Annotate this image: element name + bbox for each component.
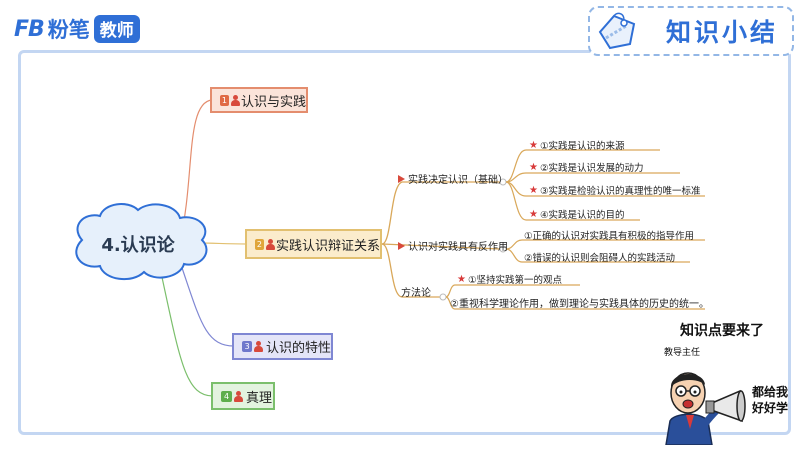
topic-node-3[interactable]: 3 认识的特性 — [232, 333, 333, 360]
leaf-item[interactable]: ②错误的认识则会阻碍人的实践活动 — [524, 250, 675, 264]
leaf-item[interactable]: ★ ②实践是认识发展的动力 — [529, 160, 644, 175]
topic-node-4[interactable]: 4 真理 — [211, 382, 275, 410]
branch-methodology[interactable]: 方法论 — [401, 284, 431, 299]
mascot-headline: 知识点要来了 — [680, 323, 764, 339]
logo-teacher-badge: 教师 — [93, 15, 140, 43]
leaf-label: ①正确的认识对实践具有积极的指导作用 — [524, 231, 695, 242]
topic-label: 实践认识辩证关系 — [275, 238, 380, 254]
leaf-item[interactable]: ②重视科学理论作用，做到理论与实践具体的历史的统一。 — [450, 295, 709, 310]
mascot-role-label: 教导主任 — [664, 348, 701, 358]
branch-label: 认识对实践具有反作用 — [408, 242, 508, 253]
mindmap-root: 4.认识论 — [101, 235, 175, 256]
leaf-label: ①坚持实践第一的观点 — [467, 275, 562, 286]
topic-number-badge: 4 — [221, 390, 232, 402]
person-icon — [254, 341, 263, 352]
mascot-speech: 都给我 好好学 — [752, 384, 798, 416]
star-icon: ★ — [529, 184, 538, 196]
topic-number-badge: 2 — [255, 238, 264, 250]
branch-practice-determines[interactable]: 实践决定认识（基础） — [398, 171, 508, 186]
topic-number-badge: 3 — [242, 341, 253, 352]
teacher-megaphone-illustration — [665, 372, 746, 445]
leaf-item[interactable]: ①正确的认识对实践具有积极的指导作用 — [524, 228, 694, 242]
content-frame — [18, 50, 791, 435]
leaf-label: ④实践是认识的目的 — [539, 210, 625, 221]
flag-icon — [398, 174, 405, 183]
topic-node-2[interactable]: 2 实践认识辩证关系 — [245, 229, 382, 259]
topic-label: 真理 — [246, 390, 273, 406]
leaf-label: ②重视科学理论作用，做到理论与实践具体的历史的统一。 — [450, 299, 709, 310]
logo-text: 粉笔 — [47, 18, 90, 42]
leaf-item[interactable]: ★ ①实践是认识的来源 — [529, 138, 625, 153]
fenbi-logo: FB 粉笔 教师 — [14, 14, 140, 44]
leaf-item[interactable]: ★ ④实践是认识的目的 — [529, 207, 625, 222]
star-icon: ★ — [457, 273, 466, 285]
star-icon: ★ — [529, 208, 538, 220]
root-cloud-shape — [75, 203, 208, 281]
star-icon: ★ — [529, 161, 538, 173]
person-icon — [265, 238, 276, 250]
leaf-label: ③实践是检验认识的真理性的唯一标准 — [539, 186, 701, 197]
topic-label: 认识的特性 — [265, 341, 331, 356]
speech-line-2: 好好学 — [752, 401, 789, 415]
leaf-label: ②实践是认识发展的动力 — [539, 163, 644, 174]
leaf-item[interactable]: ★ ③实践是检验认识的真理性的唯一标准 — [529, 183, 701, 198]
person-icon — [230, 94, 241, 106]
star-icon: ★ — [529, 139, 538, 151]
leaf-item[interactable]: ★ ①坚持实践第一的观点 — [457, 272, 562, 287]
branch-label: 实践决定认识（基础） — [408, 175, 508, 186]
flag-icon — [398, 241, 405, 250]
leaf-label: ①实践是认识的来源 — [539, 141, 625, 152]
topic-label: 认识与实践 — [240, 94, 306, 110]
leaf-label: ②错误的认识则会阻碍人的实践活动 — [524, 253, 676, 264]
person-icon — [234, 390, 243, 402]
topic-number-badge: 1 — [220, 94, 229, 106]
summary-title: 知识小结 — [665, 18, 778, 47]
logo-fb-mark: FB — [14, 16, 45, 42]
price-tag-icon — [598, 12, 636, 50]
speech-line-1: 都给我 — [752, 385, 789, 399]
topic-node-1[interactable]: 1 认识与实践 — [210, 87, 308, 113]
branch-reaction[interactable]: 认识对实践具有反作用 — [398, 238, 508, 253]
branch-label: 方法论 — [401, 288, 431, 299]
